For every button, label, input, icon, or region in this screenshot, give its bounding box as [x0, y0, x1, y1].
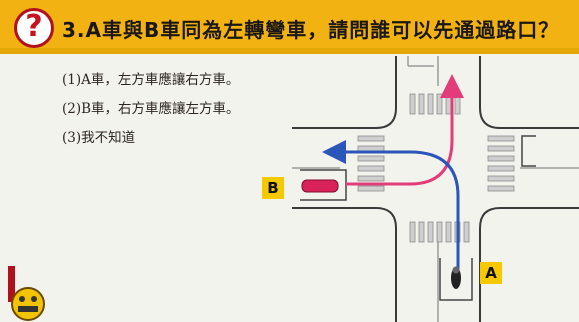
question-header [0, 0, 579, 54]
car-a-path-arrow [322, 140, 460, 278]
car-b-path-arrow [346, 74, 464, 186]
car-b-icon [301, 179, 339, 193]
car-b-label: B [262, 177, 284, 199]
question-mark-icon: ? [14, 8, 54, 48]
crosswalk-left [357, 135, 385, 192]
car-a-icon [451, 266, 461, 289]
option-1[interactable]: (1)A車，左方車應讓右方車。 [62, 72, 240, 88]
teacher-logo-icon [8, 266, 45, 321]
lane-markings [292, 56, 579, 322]
option-3[interactable]: (3)我不知道 [62, 130, 136, 146]
crosswalk-bottom [409, 221, 470, 243]
question-text: 3.A車與B車同為左轉彎車，請問誰可以先通過路口？ [62, 18, 560, 42]
crosswalk-right [487, 135, 515, 192]
answer-options: (1)A車，左方車應讓右方車。 (2)B車，右方車應讓左方車。 (3)我不知道 [62, 66, 240, 153]
car-a-label: A [480, 262, 502, 284]
crosswalk-top [409, 93, 461, 115]
option-2[interactable]: (2)B車，右方車應讓左方車。 [62, 101, 240, 117]
road-curbs [292, 56, 579, 322]
